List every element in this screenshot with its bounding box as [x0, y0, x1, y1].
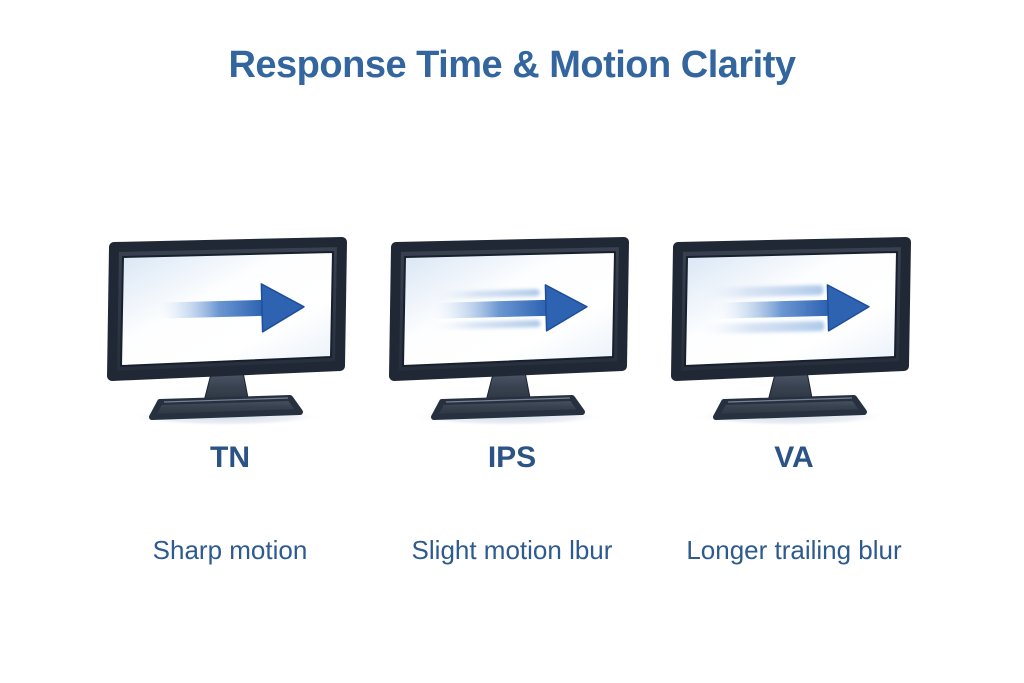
- monitor-stand-base: [431, 395, 585, 420]
- panel-ips: IPS Slight motion lbur: [371, 219, 653, 566]
- long-trail-arrow-icon: [687, 284, 870, 335]
- panels-row: TN Sharp motion IPS Slight motion lb: [0, 219, 1024, 566]
- monitor-stand-base: [149, 395, 303, 420]
- monitor-stand-base: [713, 395, 867, 420]
- panel-caption-tn: Sharp motion: [152, 535, 308, 565]
- monitor-illustration: [671, 237, 911, 426]
- monitor-illustration: [107, 237, 347, 426]
- motion-blur-trail: [422, 320, 541, 331]
- panel-caption-va: Longer trailing blur: [686, 535, 902, 565]
- panel-caption-ips: Slight motion lbur: [411, 535, 613, 565]
- infographic-page: Response Time & Motion Clarity TN Sharp …: [0, 44, 1024, 683]
- panel-label-va: VA: [774, 441, 814, 474]
- motion-blur-trail: [421, 289, 540, 300]
- motion-blur-trail: [687, 285, 824, 299]
- stand-base-highlight: [163, 397, 289, 403]
- panel-label-tn: TN: [210, 441, 250, 474]
- panel-label-ips: IPS: [487, 441, 537, 474]
- stand-base-highlight: [727, 397, 853, 403]
- slight-blur-arrow-icon: [421, 284, 588, 332]
- stand-base-highlight: [445, 397, 571, 403]
- page-title: Response Time & Motion Clarity: [228, 44, 796, 86]
- monitor-illustration: [389, 237, 629, 426]
- sharp-motion-arrow-icon: [153, 283, 305, 333]
- panel-va: VA Longer trailing blur: [653, 219, 935, 566]
- panel-tn: TN Sharp motion: [89, 219, 371, 566]
- motion-blur-trail: [688, 321, 825, 335]
